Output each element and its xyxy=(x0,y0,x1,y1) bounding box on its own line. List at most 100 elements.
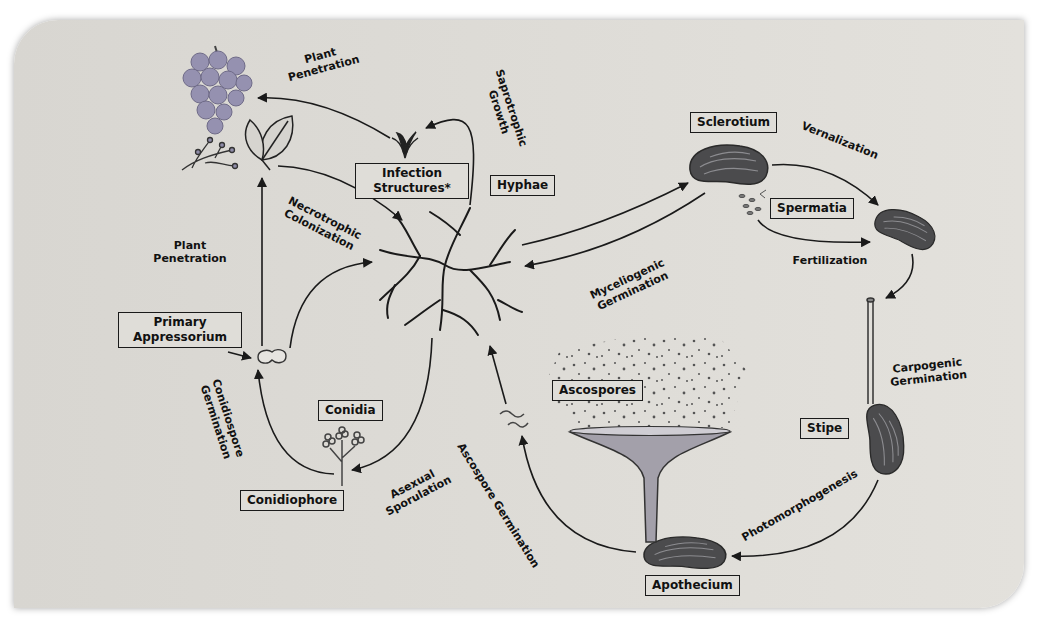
leaf xyxy=(262,160,270,170)
stipe xyxy=(867,298,874,404)
spermatia xyxy=(739,194,745,197)
cycle-arrows xyxy=(290,262,372,348)
stage-label-box: Infection Structures* xyxy=(355,163,469,199)
cycle-arrows xyxy=(261,178,263,346)
conidiophore xyxy=(323,441,329,447)
stage-arrow-label: Saprotrophic Growth xyxy=(477,58,533,161)
box-text: Infection Structures* xyxy=(362,166,462,196)
leaf xyxy=(262,121,288,160)
stage-arrow-label: Myceliogenic Germination xyxy=(579,252,681,318)
stipe xyxy=(867,298,874,302)
grape-cluster xyxy=(209,86,227,104)
grape-cluster xyxy=(236,75,252,91)
cycle-arrows xyxy=(258,370,334,474)
cycle-arrows xyxy=(490,346,506,404)
stage-arrow-label: Carpogenic Germination xyxy=(877,354,979,390)
box-text: Conidiophore xyxy=(247,493,337,508)
cycle-arrows xyxy=(525,193,705,266)
cycle-arrows xyxy=(758,220,870,242)
stage-label-box: Spermatia xyxy=(770,198,854,219)
box-text: Ascospores xyxy=(559,383,636,398)
stage-arrow-label: Plant Penetration xyxy=(145,239,235,265)
cycle-arrows xyxy=(732,480,878,556)
spermatia xyxy=(747,211,753,214)
box-text: Conidia xyxy=(325,403,376,418)
stage-arrow-label: Fertilization xyxy=(793,254,868,267)
cycle-arrows xyxy=(228,352,251,358)
flower-stems xyxy=(182,138,238,171)
grape-cluster xyxy=(191,85,209,103)
hyphae-network xyxy=(490,230,515,265)
ascospore-cloud xyxy=(545,335,748,428)
hyphae-network xyxy=(380,208,522,335)
flower-stems xyxy=(220,143,225,148)
spermatia xyxy=(755,207,761,210)
flower-stems xyxy=(230,148,235,153)
hyphae-network xyxy=(380,256,420,300)
grape-cluster xyxy=(209,51,227,69)
box-text: Apothecium xyxy=(652,578,733,593)
ascospore-cloud xyxy=(545,335,748,428)
hyphae-network xyxy=(498,300,522,312)
conidiophore xyxy=(339,427,345,433)
hyphae-network xyxy=(445,208,470,265)
conidiophore xyxy=(336,433,342,439)
spermatia xyxy=(760,190,766,198)
grape-cluster xyxy=(183,46,252,134)
spermatia xyxy=(739,190,766,215)
hyphae-network xyxy=(395,215,420,256)
grape-cluster xyxy=(197,101,215,119)
conidiophore xyxy=(323,427,364,486)
conidiophore xyxy=(325,434,331,440)
grape-cluster xyxy=(216,104,232,120)
stipe xyxy=(868,300,873,404)
stage-label-box: Stipe xyxy=(800,418,849,439)
spermatia xyxy=(743,204,749,207)
flower-stems xyxy=(233,164,238,169)
infection-structure xyxy=(392,132,418,158)
cycle-arrows xyxy=(258,98,390,138)
box-text: Hyphae xyxy=(497,178,548,193)
leaf xyxy=(261,116,293,160)
sclerotium xyxy=(862,401,909,476)
infection-structure xyxy=(392,138,418,154)
sclerotium xyxy=(690,145,768,184)
grape-cluster xyxy=(183,69,201,87)
stage-arrow-label: Conidiospore Germination xyxy=(194,368,250,471)
germinating-conidium xyxy=(258,350,286,363)
box-text: Stipe xyxy=(807,421,842,436)
cycle-arrows xyxy=(886,254,913,298)
flower-stems xyxy=(208,138,213,143)
box-text: Primary Appressorium xyxy=(125,315,235,345)
germinating-ascospores xyxy=(500,411,524,417)
stage-arrow-label: Photomorphogenesis xyxy=(740,467,860,544)
stage-label-box: Apothecium xyxy=(645,575,740,596)
hyphae-network xyxy=(440,265,445,330)
stage-label-box: Conidiophore xyxy=(240,490,344,511)
conidiophore xyxy=(354,432,360,438)
cycle-arrows xyxy=(522,436,636,552)
germinating-ascospores xyxy=(500,411,528,427)
apothecium xyxy=(570,427,730,436)
stage-arrow-label: Plant Penetration xyxy=(275,38,369,86)
hyphae-network xyxy=(405,300,440,325)
grape-cluster xyxy=(228,90,244,106)
stage-label-box: Sclerotium xyxy=(690,112,777,133)
apothecium xyxy=(570,428,730,543)
leaf xyxy=(246,116,293,170)
grape-cluster xyxy=(201,68,219,86)
stage-arrow-label: Vernalization xyxy=(800,119,881,162)
hyphae-network xyxy=(387,285,395,318)
flower-stems xyxy=(196,150,201,155)
box-text: Spermatia xyxy=(777,201,847,216)
germinating-ascospores xyxy=(508,423,528,428)
conidiophore xyxy=(352,439,358,445)
box-text: Sclerotium xyxy=(697,115,770,130)
stage-label-box: Hyphae xyxy=(490,175,555,196)
conidiophore xyxy=(330,440,355,486)
stage-label-box: Primary Appressorium xyxy=(118,312,242,348)
hyphae-network xyxy=(430,212,460,235)
cycle-arrows xyxy=(228,98,913,556)
germinating-conidium xyxy=(258,350,286,363)
